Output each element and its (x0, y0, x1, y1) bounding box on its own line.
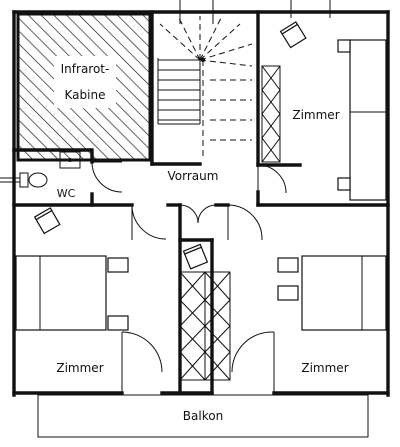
room-labels: Infrarot- Kabine Zimmer Vorraum WC Zimme… (56, 62, 348, 423)
label-hallway: Vorraum (168, 169, 219, 183)
bed-bottom-left (15, 255, 129, 331)
balcony (37, 394, 369, 438)
label-infrared-cabin-line2: Kabine (65, 88, 106, 102)
top-windows (179, 0, 331, 24)
interior-walls (12, 10, 390, 395)
wardrobe-top-right (261, 65, 281, 163)
bed-top-right (337, 39, 387, 201)
wc-fixtures (0, 151, 81, 188)
staircase (157, 15, 253, 160)
doors (91, 161, 287, 393)
label-room-bottom-left: Zimmer (56, 361, 103, 375)
wardrobe-bottom-center (179, 271, 231, 381)
chair-center (182, 243, 209, 270)
chair-top-right (279, 21, 307, 49)
label-room-top-right: Zimmer (292, 108, 339, 122)
label-room-bottom-right: Zimmer (301, 361, 348, 375)
chair-bottom-left (33, 207, 61, 235)
label-infrared-cabin-line1: Infrarot- (61, 62, 110, 76)
label-wc: WC (57, 187, 76, 200)
infrared-cabin (16, 12, 152, 162)
bed-bottom-right (277, 255, 387, 331)
label-balcony: Balkon (183, 409, 223, 423)
